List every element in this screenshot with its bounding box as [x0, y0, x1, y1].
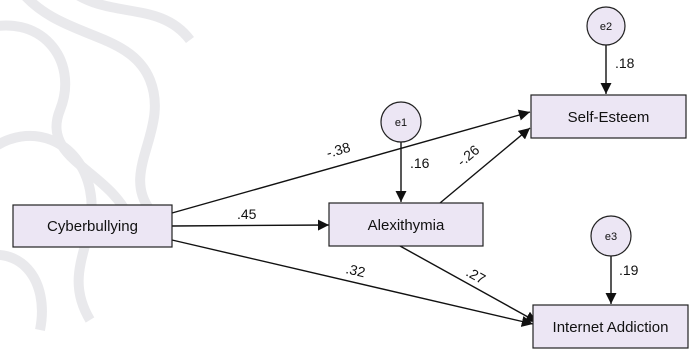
- node-cyberbullying-label: Cyberbullying: [47, 218, 138, 235]
- arrow-cyberbullying-to-alexithymia: [171, 219, 330, 231]
- node-self-esteem-label: Self-Esteem: [568, 109, 650, 126]
- error-e1: e1: [380, 101, 422, 143]
- watermark-ornament: [0, 0, 194, 331]
- error-e2: e2: [586, 6, 626, 46]
- coef-e3-internet-addiction: .19: [619, 262, 639, 278]
- error-e2-label: e2: [600, 21, 612, 33]
- error-e3-label: e3: [605, 231, 617, 243]
- error-e1-label: e1: [395, 117, 407, 129]
- node-internet-addiction-label: Internet Addiction: [553, 319, 669, 336]
- node-alexithymia: Alexithymia: [328, 202, 484, 247]
- node-alexithymia-label: Alexithymia: [368, 217, 445, 234]
- coef-cyberbullying-internet-addiction: .32: [344, 260, 367, 280]
- arrow-alexithymia-to-internet-addiction: [399, 245, 538, 323]
- coef-cyberbullying-self-esteem: -.38: [324, 139, 352, 161]
- coef-e2-self-esteem: .18: [615, 55, 635, 71]
- arrow-cyberbullying-to-self-esteem: [171, 109, 531, 214]
- arrow-alexithymia-to-self-esteem: [439, 127, 531, 204]
- coef-cyberbullying-alexithymia: .45: [237, 206, 257, 222]
- arrow-cyberbullying-to-internet-addiction: [171, 239, 534, 327]
- node-self-esteem: Self-Esteem: [530, 94, 687, 139]
- node-internet-addiction: Internet Addiction: [532, 304, 689, 349]
- error-e3: e3: [590, 215, 632, 257]
- node-cyberbullying: Cyberbullying: [12, 204, 173, 248]
- coef-alexithymia-self-esteem: -.26: [454, 141, 483, 169]
- coef-e1-alexithymia: .16: [410, 155, 430, 171]
